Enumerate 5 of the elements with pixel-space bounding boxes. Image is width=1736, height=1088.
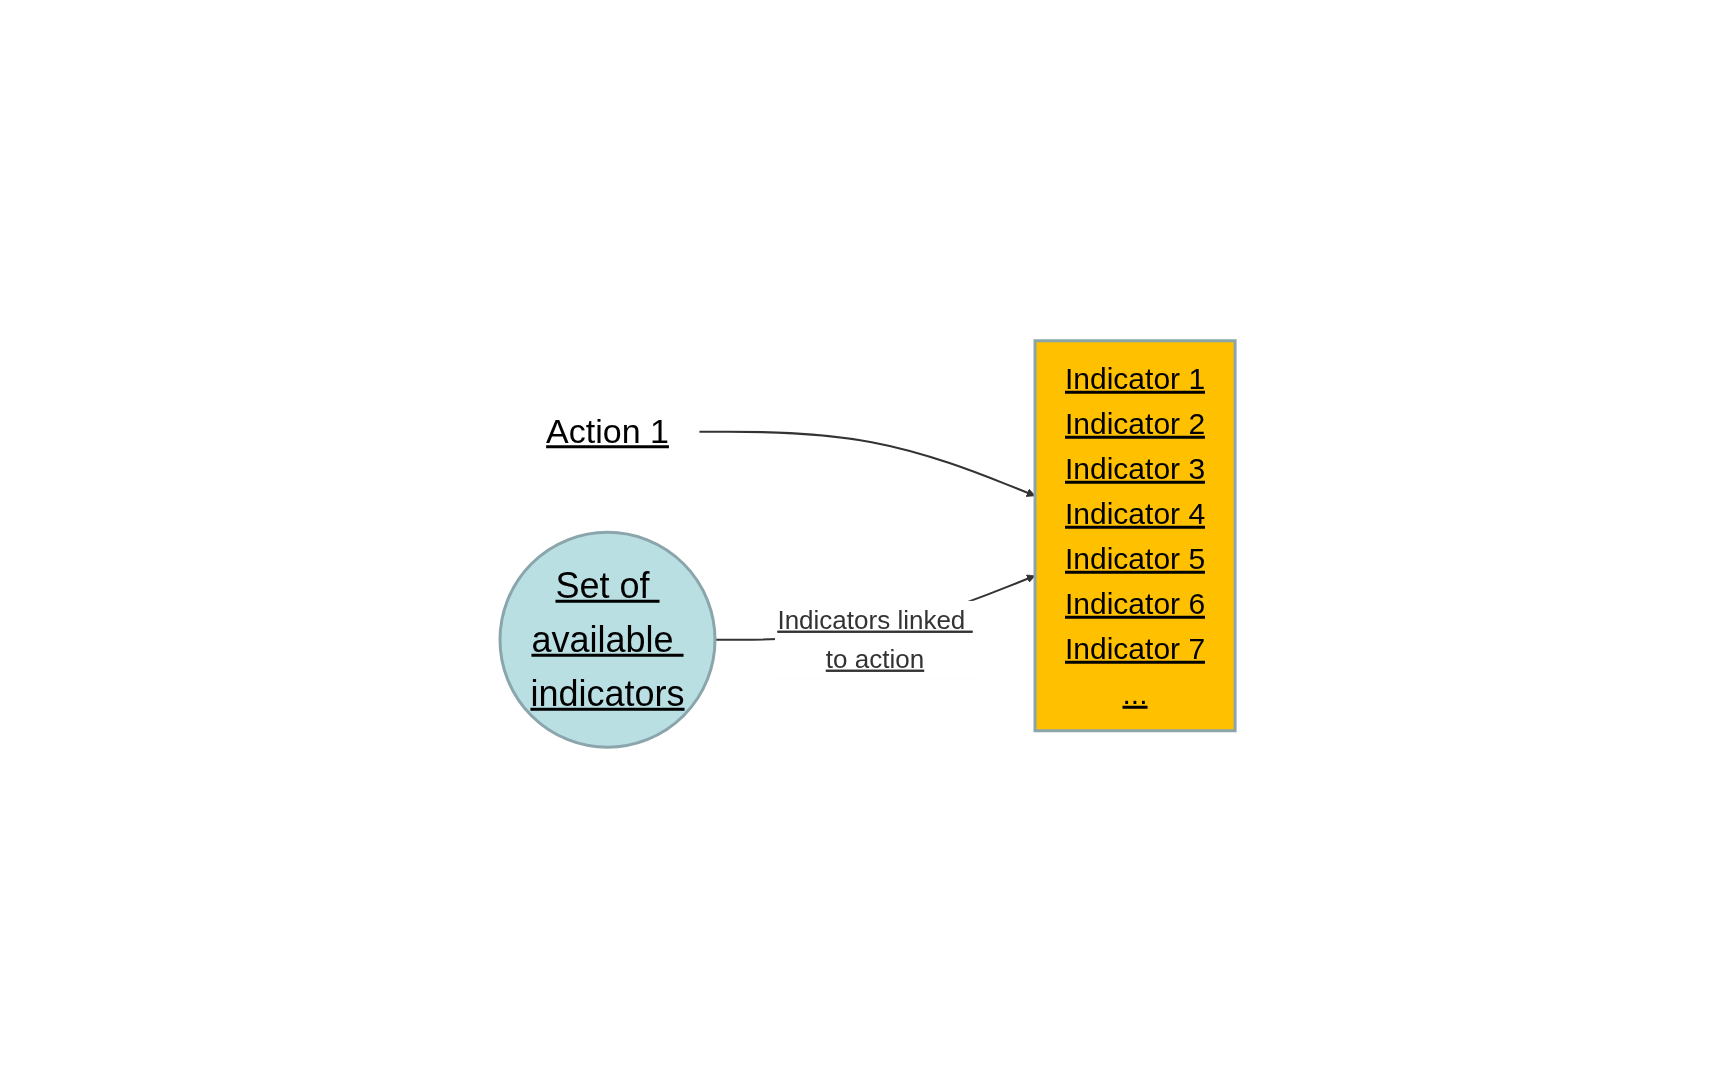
edge-label: Indicators linked to action [777, 604, 966, 674]
node-text: Action 1 [546, 412, 670, 451]
node-box: Indicator 1 Indicator 2 Indicator 3 Indicator 4 Indicator 5 Indicator 6 Indicator 7 ... [1033, 339, 1238, 733]
arrow [698, 430, 1036, 497]
node-circle: Set of available indicators [498, 530, 717, 749]
